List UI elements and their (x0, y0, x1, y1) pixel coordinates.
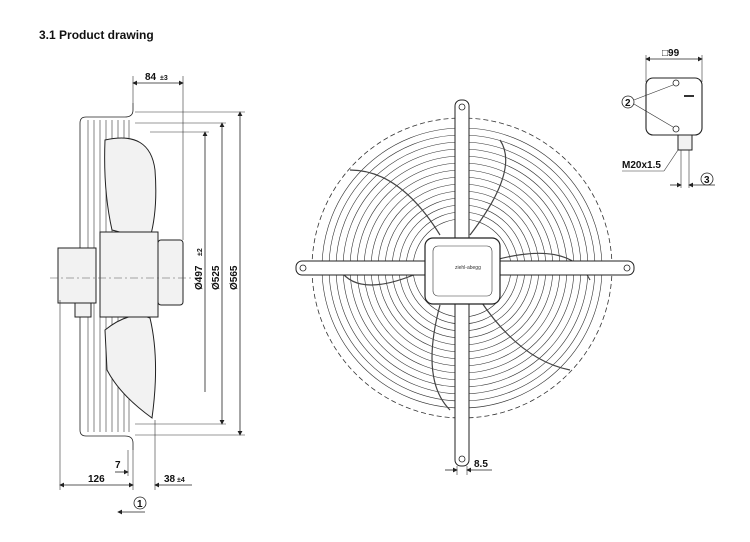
front-view: ziehl-abegg 8.5 (295, 99, 635, 475)
fan-blades (339, 139, 591, 411)
side-view: 84 ±3 Ø565 Ø525 Ø497 ±2 126 7 38 ±4 1 (50, 72, 245, 515)
terminal-box-view: □99 2 M20x1.5 3 (621, 48, 715, 188)
dim-depth: 126 (88, 474, 105, 485)
dim-axial-offset-tol: ±3 (160, 75, 168, 82)
terminal-box-side (57, 247, 97, 304)
callout-cable: 3 (704, 175, 710, 186)
callout-screws: 2 (625, 98, 631, 109)
dim-protrusion: 38 (164, 474, 176, 485)
dim-guard-inner: Ø525 (211, 265, 222, 290)
dim-slot: 8.5 (474, 459, 488, 470)
dim-blade-diameter: Ø497 (194, 265, 205, 290)
dim-axial-offset: 84 (145, 72, 157, 83)
motor-rotor (157, 239, 184, 306)
cable-gland-label: M20x1.5 (622, 160, 661, 171)
motor-hub (424, 237, 501, 305)
blade-top (104, 137, 157, 239)
motor-body (99, 231, 159, 318)
brand-mark: ziehl-abegg (455, 265, 481, 271)
dim-blade-diameter-tol: ±2 (197, 248, 204, 256)
section-heading: 3.1 Product drawing (39, 28, 154, 42)
blade-bottom (104, 315, 157, 419)
dim-protrusion-tol: ±4 (177, 477, 185, 484)
dim-guard-outer: Ø565 (229, 265, 240, 290)
dim-flange: 7 (115, 460, 121, 471)
cable-gland-side (74, 302, 92, 318)
terminal-box (645, 77, 703, 136)
dim-box-size: □99 (662, 48, 680, 59)
cable-gland (677, 134, 693, 151)
callout-airflow: 1 (137, 499, 143, 510)
